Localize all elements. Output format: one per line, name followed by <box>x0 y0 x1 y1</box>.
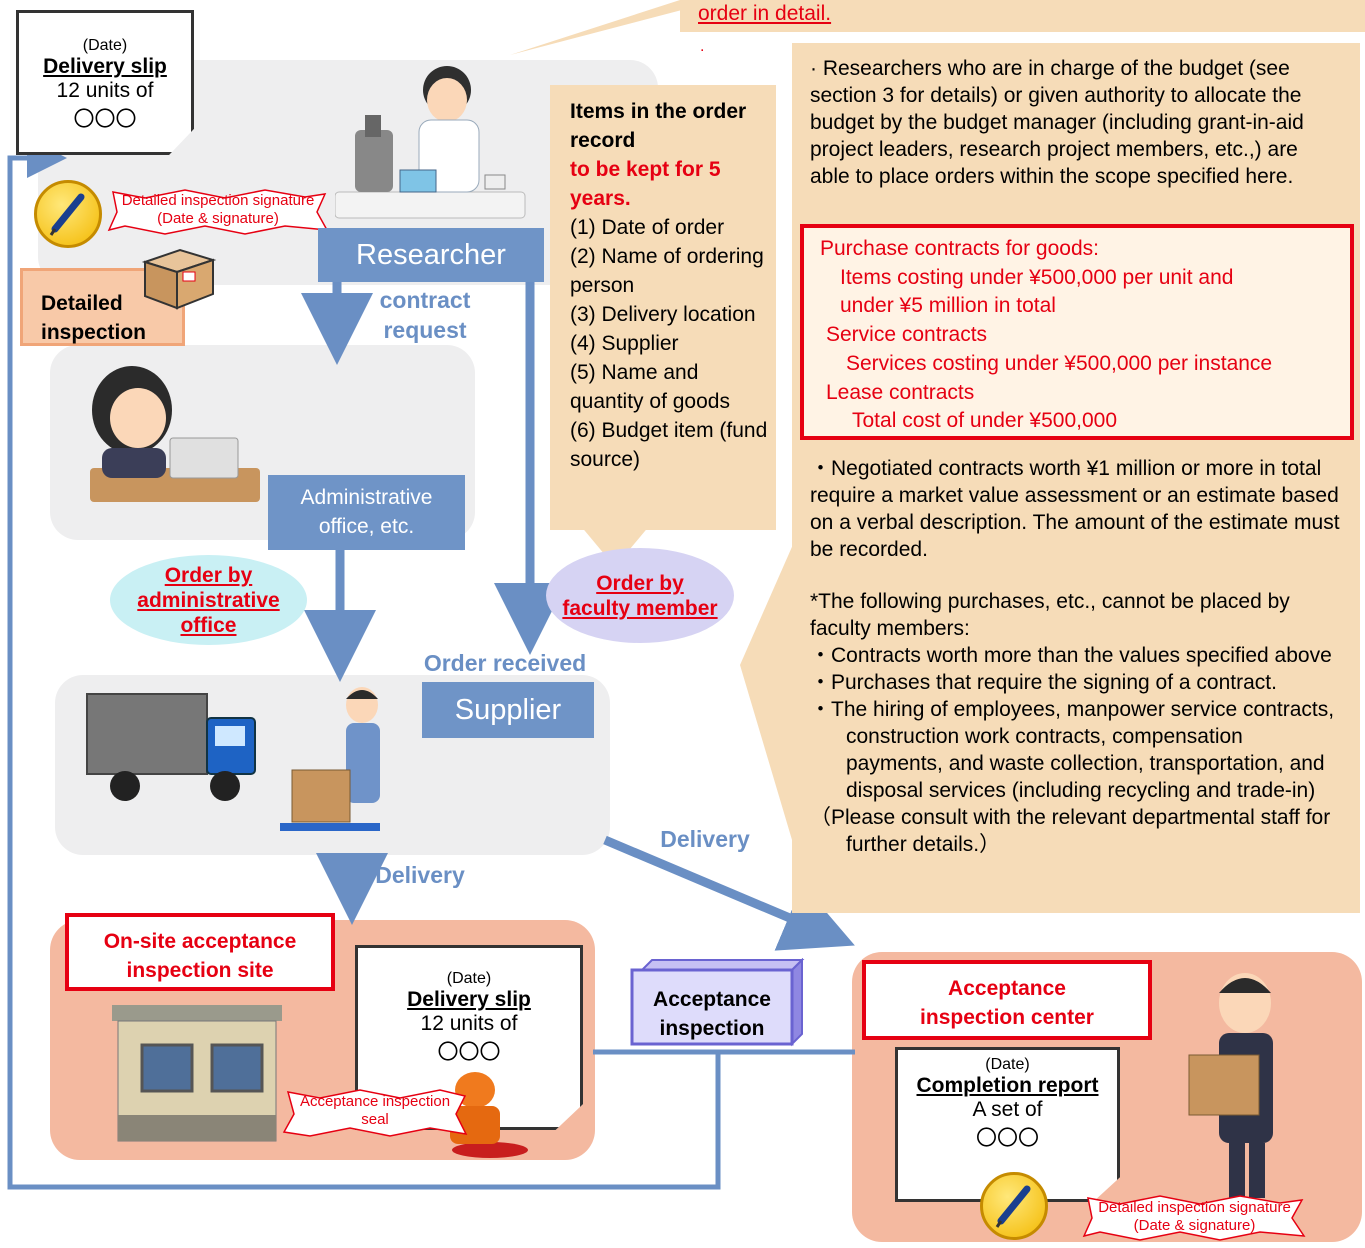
order-received-label: Order received <box>423 650 587 676</box>
order-record-item: (5) Name and quantity of goods <box>570 361 730 413</box>
acceptance-seal-badge: Acceptance inspection seal <box>280 1093 470 1129</box>
limits-line: Services costing under ¥500,000 per inst… <box>846 351 1273 375</box>
order-record-item: (1) Date of order <box>570 216 725 239</box>
researcher-illustration <box>335 66 526 219</box>
delivery-left-label: Delivery <box>375 862 465 888</box>
limits-line: Service contracts <box>826 323 988 347</box>
consult-note: （Please consult with the relevant depart… <box>810 806 1331 856</box>
order-by-admin-oval: Order by administrative office <box>110 555 307 645</box>
order-by-faculty-oval: Order by faculty member <box>546 548 734 643</box>
order-record-item: (4) Supplier <box>570 332 679 355</box>
delivery-right-label: Delivery <box>660 826 750 852</box>
bottom-signature-line2: (Date & signature) <box>1133 1217 1256 1234</box>
completion-qty: A set of <box>972 1098 1043 1121</box>
stamp-icon <box>450 1072 528 1158</box>
top-callout-dot: . <box>700 38 705 55</box>
right-panel-negotiated: ・Negotiated contracts worth ¥1 million o… <box>810 457 1340 561</box>
top-signature-line1: Detailed inspection signature <box>121 192 315 209</box>
bottom-signature-badge-shape <box>1082 1195 1306 1241</box>
admin-label: Administrative office, etc. <box>268 475 465 550</box>
cannot-item: ・Purchases that require the signing of a… <box>810 671 1277 694</box>
delivery-worker-illustration <box>280 687 380 831</box>
order-record-callout <box>550 85 776 530</box>
cannot-item: ・The hiring of employees, manpower servi… <box>810 698 1335 802</box>
acceptance-inspection-line2: inspection <box>659 1017 765 1040</box>
acceptance-seal-line2: seal <box>361 1111 389 1128</box>
order-by-faculty-line2: faculty member <box>562 596 718 620</box>
top-delivery-slip: (Date) Delivery slip 12 units of 〇〇〇 <box>16 10 194 155</box>
contract-request-line1: contract <box>379 287 471 313</box>
order-by-faculty-line1: Order by <box>596 571 684 595</box>
right-panel-cannot: *The following purchases, etc., cannot b… <box>810 588 1340 858</box>
return-loop-line <box>7 138 721 1190</box>
top-signature-line2: (Date & signature) <box>157 210 279 227</box>
center-line1: Acceptance <box>948 977 1066 1000</box>
admin-label-line1: Administrative <box>300 486 433 509</box>
order-record-pointer <box>580 525 650 567</box>
bottom-slip-item: 〇〇〇 <box>437 1041 501 1064</box>
contract-request-label: contract request <box>350 285 500 345</box>
completion-date: (Date) <box>985 1056 1030 1073</box>
limits-line: Purchase contracts for goods: <box>820 237 1099 260</box>
truck-icon <box>86 693 256 801</box>
onsite-inspection-box: On-site acceptance inspection site <box>65 913 335 991</box>
bottom-slip-date: (Date) <box>446 970 492 987</box>
admin-worker-illustration <box>90 366 260 502</box>
detailed-inspection-line2: inspection <box>41 321 147 344</box>
cannot-heading: *The following purchases, etc., cannot b… <box>810 590 1290 640</box>
cannot-item: ・Contracts worth more than the values sp… <box>810 644 1332 667</box>
package-icon <box>141 248 217 310</box>
pen-signature-icon <box>980 1172 1048 1240</box>
top-callout-pointer <box>510 0 720 55</box>
bottom-slip-title: Delivery slip <box>407 988 531 1011</box>
top-slip-qty: 12 units of <box>56 79 154 102</box>
order-record-item: (6) Budget item (fund source) <box>570 419 768 471</box>
detailed-inspection-line1: Detailed <box>41 292 123 315</box>
top-callout-text: order in detail. <box>698 2 832 25</box>
order-record-item: (2) Name of ordering person <box>570 245 764 297</box>
supplier-label: Supplier <box>422 682 594 738</box>
right-panel <box>792 43 1360 913</box>
completion-item: 〇〇〇 <box>976 1127 1039 1150</box>
order-record-item: (3) Delivery location <box>570 303 756 326</box>
pen-signature-icon <box>34 180 102 248</box>
acceptance-seal-line1: Acceptance inspection <box>299 1093 451 1110</box>
top-signature-badge: Detailed inspection signature (Date & si… <box>108 192 328 228</box>
center-line2: inspection center <box>920 1006 1094 1029</box>
bottom-signature-badge: Detailed inspection signature (Date & si… <box>1082 1199 1307 1235</box>
bottom-signature-line1: Detailed inspection signature <box>1098 1199 1291 1216</box>
researcher-label: Researcher <box>318 228 544 282</box>
limits-box: Purchase contracts for goods: Items cost… <box>800 224 1354 440</box>
inspector-illustration <box>1188 973 1273 1198</box>
top-callout: order in detail. <box>680 0 1365 32</box>
warehouse-icon <box>112 1005 282 1142</box>
acceptance-inspection-box-shape <box>630 958 805 1047</box>
order-record-heading: Items in the order record <box>570 100 747 152</box>
order-record-retention: to be kept for 5 years. <box>570 158 721 210</box>
limits-line: Total cost of under ¥500,000 <box>852 409 1118 433</box>
admin-label-line2: office, etc. <box>318 515 415 538</box>
top-slip-title: Delivery slip <box>43 55 167 78</box>
limits-line: under ¥5 million in total <box>840 294 1056 318</box>
order-by-admin-line2: administrative <box>137 588 280 612</box>
acceptance-center-box: Acceptance inspection center <box>862 960 1152 1040</box>
order-by-admin-line1: Order by <box>164 563 253 587</box>
right-panel-intro: · Researchers who are in charge of the b… <box>810 57 1304 188</box>
limits-line: Lease contracts <box>826 380 975 404</box>
onsite-line1: On-site acceptance <box>103 930 297 953</box>
order-by-admin-line3: office <box>180 613 237 637</box>
acceptance-inspection-label: Acceptance inspection <box>632 985 792 1043</box>
bottom-slip-qty: 12 units of <box>420 1012 518 1035</box>
top-slip-date: (Date) <box>82 37 128 54</box>
right-panel-pointer <box>740 540 795 850</box>
onsite-line2: inspection site <box>126 959 274 982</box>
completion-title: Completion report <box>916 1074 1099 1097</box>
order-record-text: Items in the order record to be kept for… <box>570 97 770 474</box>
top-slip-item: 〇〇〇 <box>73 108 137 131</box>
acceptance-inspection-line1: Acceptance <box>653 988 771 1011</box>
acceptance-seal-badge-shape <box>282 1089 468 1137</box>
limits-line: Items costing under ¥500,000 per unit an… <box>840 265 1234 289</box>
contract-request-line2: request <box>383 317 467 343</box>
